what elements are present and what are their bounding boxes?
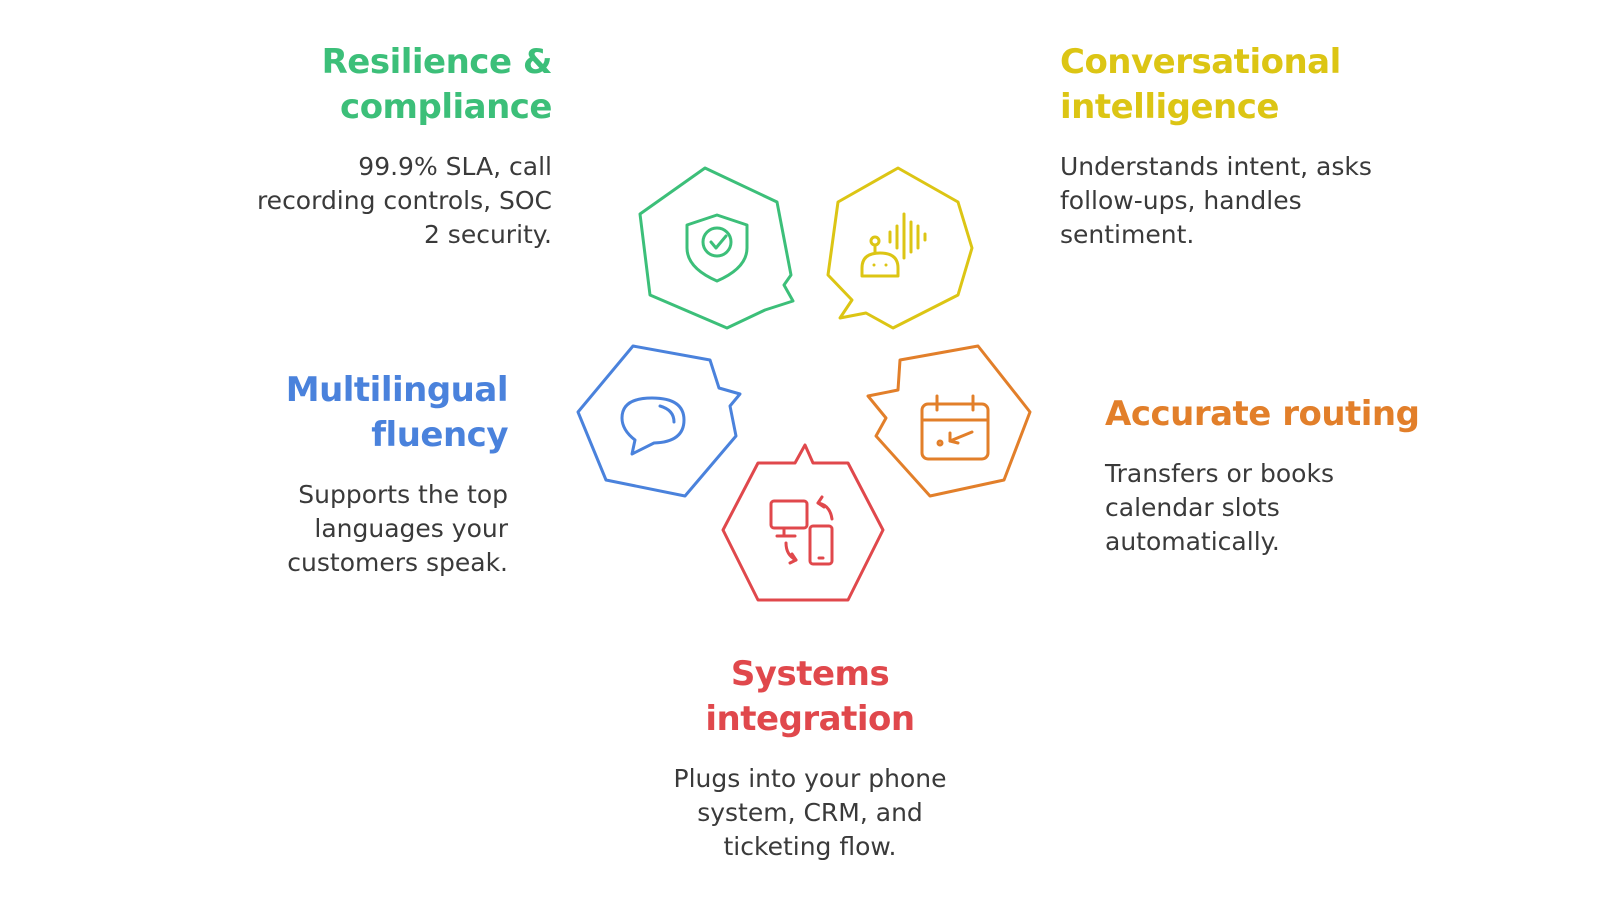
title-line: Accurate routing bbox=[1105, 394, 1420, 434]
desc-line: ticketing flow. bbox=[723, 832, 897, 861]
desc-line: 99.9% SLA, call bbox=[358, 152, 552, 181]
title-line: fluency bbox=[371, 415, 508, 455]
shield-check-icon bbox=[685, 213, 749, 283]
segment-description: Understands intent, asks follow-ups, han… bbox=[1060, 150, 1480, 252]
desc-line: customers speak. bbox=[287, 548, 508, 577]
hexagon-conversational bbox=[826, 166, 974, 330]
desc-line: Transfers or books bbox=[1105, 459, 1334, 488]
desc-line: Supports the top bbox=[298, 480, 508, 509]
desc-line: system, CRM, and bbox=[697, 798, 923, 827]
hexagon-routing bbox=[866, 344, 1032, 498]
hexagon-resilience bbox=[638, 166, 795, 330]
segment-title: Conversational intelligence bbox=[1060, 40, 1480, 130]
segment-description: Transfers or books calendar slots automa… bbox=[1105, 457, 1535, 559]
desc-line: calendar slots bbox=[1105, 493, 1280, 522]
segment-systems: Systems integration Plugs into your phon… bbox=[600, 652, 1020, 864]
segment-title: Multilingual fluency bbox=[180, 368, 509, 458]
segment-title: Accurate routing bbox=[1105, 392, 1535, 437]
title-line: Resilience & bbox=[321, 42, 553, 82]
segment-description: 99.9% SLA, call recording controls, SOC … bbox=[200, 150, 552, 252]
desc-line: sentiment. bbox=[1060, 220, 1195, 249]
calendar-arrow-icon bbox=[920, 394, 990, 461]
title-line: compliance bbox=[340, 87, 552, 127]
title-line: Multilingual bbox=[285, 370, 509, 410]
segment-resilience: Resilience & compliance 99.9% SLA, call … bbox=[200, 40, 553, 252]
segment-description: Plugs into your phone system, CRM, and t… bbox=[600, 762, 1020, 864]
segment-title: Systems integration bbox=[600, 652, 1020, 742]
desc-line: recording controls, SOC bbox=[256, 186, 552, 215]
segment-conversational: Conversational intelligence Understands … bbox=[1060, 40, 1480, 252]
desc-line: Plugs into your phone bbox=[673, 764, 947, 793]
desc-line: Understands intent, asks bbox=[1060, 152, 1372, 181]
device-sync-icon bbox=[769, 495, 834, 566]
desc-line: 2 security. bbox=[423, 220, 552, 249]
title-line: Systems bbox=[730, 654, 890, 694]
speech-bubble-icon bbox=[620, 396, 686, 456]
desc-line: automatically. bbox=[1105, 527, 1280, 556]
segment-routing: Accurate routing Transfers or books cale… bbox=[1105, 392, 1535, 559]
title-line: integration bbox=[705, 699, 915, 739]
desc-line: follow-ups, handles bbox=[1060, 186, 1302, 215]
robot-soundwave-icon bbox=[860, 212, 927, 278]
segment-title: Resilience & compliance bbox=[200, 40, 553, 130]
desc-line: languages your bbox=[314, 514, 508, 543]
segment-multilingual: Multilingual fluency Supports the top la… bbox=[180, 368, 509, 580]
title-line: Conversational bbox=[1060, 42, 1341, 82]
hexagon-systems bbox=[721, 443, 885, 602]
hexagon-multilingual bbox=[576, 344, 742, 498]
title-line: intelligence bbox=[1060, 87, 1279, 127]
segment-description: Supports the top languages your customer… bbox=[180, 478, 508, 580]
